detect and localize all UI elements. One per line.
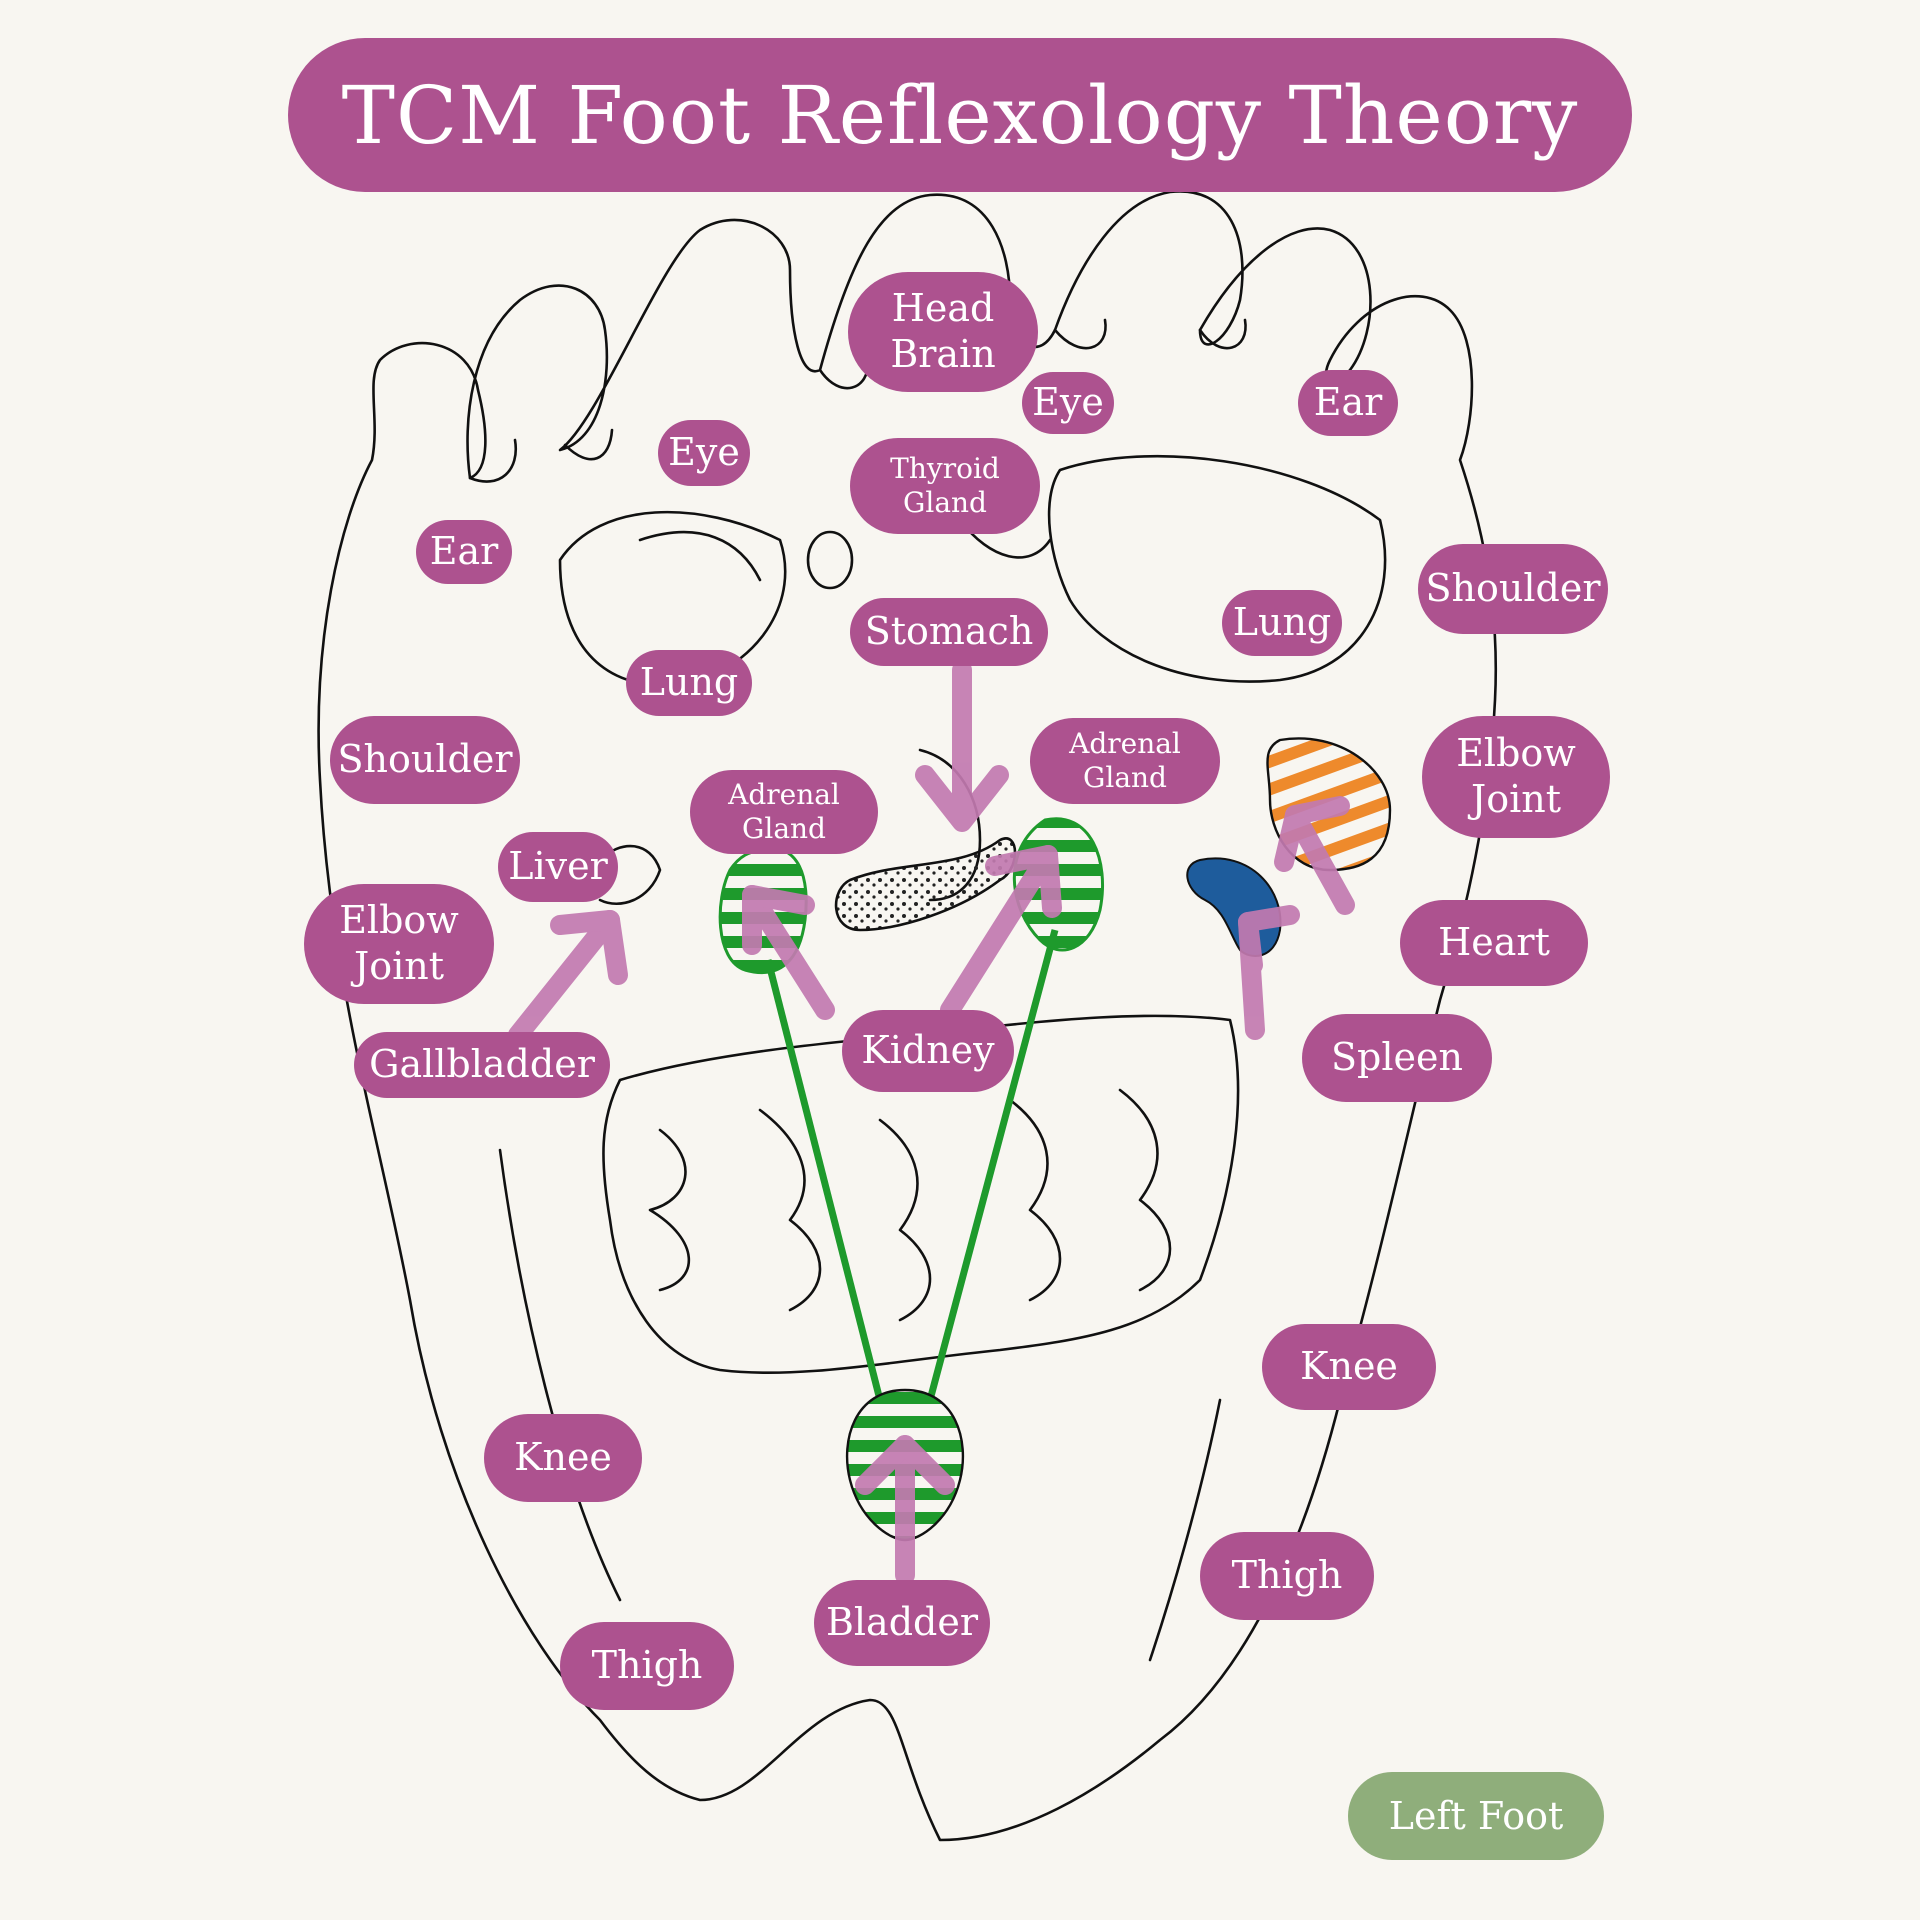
label-adrenal-left-line1: Adrenal [728,778,840,812]
label-eye-left-text: Eye [668,430,740,475]
label-kidney-text: Kidney [861,1028,995,1073]
label-elbow-left-line2: Joint [353,944,444,988]
label-elbow-right-line1: Elbow [1456,731,1576,776]
pancreas-shape [834,837,1017,932]
label-thigh-left-text: Thigh [591,1643,703,1688]
label-stomach: Stomach [850,598,1048,666]
foot-side-text: Left Foot [1388,1794,1564,1838]
label-adrenal-gland-left: Adrenal Gland [690,770,878,854]
label-shoulder-left: Shoulder [330,716,520,804]
label-lung-right: Lung [1222,590,1342,656]
label-eye-right: Eye [1022,372,1114,434]
label-ear-left-text: Ear [429,529,499,574]
label-knee-right-text: Knee [1300,1344,1398,1389]
label-gallbladder: Gallbladder [354,1032,610,1098]
label-adrenal-left-line2: Gland [742,812,826,845]
label-thyroid-line1: Thyroid [890,452,1000,486]
label-lung-right-text: Lung [1232,600,1332,645]
label-ear-right: Ear [1298,370,1398,436]
label-spleen: Spleen [1302,1014,1492,1102]
label-thyroid-gland: Thyroid Gland [850,438,1040,534]
label-liver-text: Liver [508,844,608,889]
label-lung-left-text: Lung [639,660,739,705]
label-eye-left: Eye [658,420,750,486]
label-stomach-text: Stomach [864,609,1034,654]
label-shoulder-right: Shoulder [1418,544,1608,634]
label-heart-text: Heart [1438,920,1550,965]
label-gallbladder-text: Gallbladder [369,1042,595,1087]
label-shoulder-left-text: Shoulder [337,737,513,782]
label-shoulder-right-text: Shoulder [1425,566,1601,611]
label-knee-right: Knee [1262,1324,1436,1410]
label-thigh-right: Thigh [1200,1532,1374,1620]
label-head-brain: Head Brain [848,272,1038,392]
label-elbow-left-line1: Elbow [339,898,459,943]
label-adrenal-right-line2: Gland [1083,761,1167,794]
label-elbow-right-line2: Joint [1470,777,1561,821]
label-knee-left: Knee [484,1414,642,1502]
label-head-brain-line1: Head [891,286,995,331]
label-liver: Liver [498,832,618,902]
label-eye-right-text: Eye [1032,380,1104,425]
label-head-brain-line2: Brain [890,332,996,376]
label-ear-left: Ear [416,520,512,584]
label-kidney: Kidney [842,1010,1014,1092]
label-ear-right-text: Ear [1313,380,1383,425]
label-elbow-joint-left: Elbow Joint [304,884,494,1004]
label-bladder: Bladder [814,1580,990,1666]
foot-side-badge: Left Foot [1348,1772,1604,1860]
label-adrenal-right-line1: Adrenal [1069,727,1181,761]
spleen-shape [1186,857,1282,957]
label-spleen-text: Spleen [1331,1035,1463,1080]
label-thigh-right-text: Thigh [1231,1553,1343,1598]
label-heart: Heart [1400,900,1588,986]
label-thigh-left: Thigh [560,1622,734,1710]
label-thyroid-line2: Gland [903,486,987,519]
page-title: TCM Foot Reflexology Theory [341,68,1579,162]
label-adrenal-gland-right: Adrenal Gland [1030,718,1220,804]
label-lung-left: Lung [626,650,752,716]
label-elbow-joint-right: Elbow Joint [1422,716,1610,838]
title-banner: TCM Foot Reflexology Theory [288,38,1632,192]
label-bladder-text: Bladder [825,1600,979,1645]
label-knee-left-text: Knee [514,1435,612,1480]
